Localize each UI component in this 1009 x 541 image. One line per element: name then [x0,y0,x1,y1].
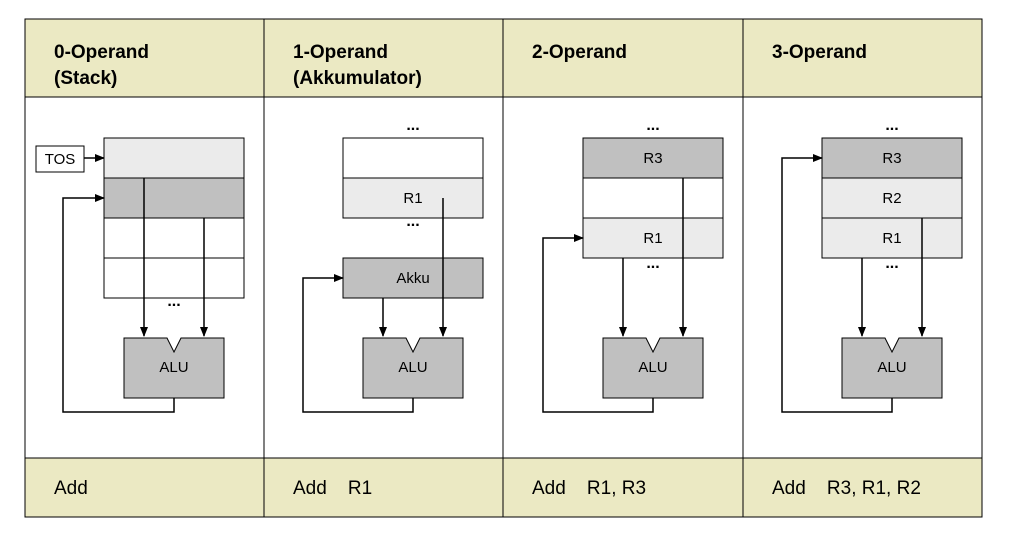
stack-cell-second [103,177,245,219]
result-feedback-arrow [302,274,414,413]
alu-block [602,337,704,399]
register-ellipsis: ... [885,117,898,134]
register-ellipsis: ... [406,117,419,134]
register-label: R1 [403,190,422,207]
register-label: R3 [882,150,901,167]
register-ellipsis: ... [885,255,898,272]
two-operand-diagram: ... R3 R1 ... ALU [542,117,724,413]
alu-label: ALU [877,359,906,376]
alu-block [362,337,464,399]
akku-register [342,257,484,299]
stack-cell-top [103,137,245,179]
register-ellipsis: ... [646,117,659,134]
column-header-sub: (Akkumulator) [293,68,422,89]
register-r1 [821,217,963,259]
instruction-text: Add R1, R3 [532,478,646,499]
register-ellipsis: ... [646,255,659,272]
result-feedback-arrow [781,154,893,413]
register-ellipsis: ... [406,213,419,230]
register-cell [342,137,484,179]
alu-label: ALU [159,359,188,376]
result-feedback-arrow [62,194,175,413]
register-label: R1 [882,230,901,247]
column-header: 1-Operand [293,42,388,63]
stack-cell [103,257,245,299]
column-header: 2-Operand [532,42,627,63]
alu-block [841,337,943,399]
alu-label: ALU [398,359,427,376]
instruction-text: Add [54,478,88,499]
register-r1 [582,217,724,259]
register-label: R1 [643,230,662,247]
register-cell [582,177,724,219]
tos-label: TOS [45,151,76,168]
column-header: 0-Operand [54,42,149,63]
register-r2 [821,177,963,219]
accumulator-diagram: ... R1 ... Akku ALU [302,117,484,413]
alu-label: ALU [638,359,667,376]
akku-label: Akku [396,270,429,287]
three-operand-diagram: ... R3 R2 R1 ... ALU [781,117,963,413]
column-header: 3-Operand [772,42,867,63]
stack-cell [103,217,245,259]
tos-label-box [35,145,85,173]
stack-diagram: TOS ... ALU [35,137,245,413]
column-header-sub: (Stack) [54,68,117,89]
register-label: R3 [643,150,662,167]
register-r3 [582,137,724,179]
result-feedback-arrow [542,234,654,413]
instruction-text: Add R1 [293,478,372,499]
stack-ellipsis: ... [167,293,180,310]
register-label: R2 [882,190,901,207]
alu-block [123,337,225,399]
instruction-text: Add R3, R1, R2 [772,478,921,499]
register-r1 [342,177,484,219]
